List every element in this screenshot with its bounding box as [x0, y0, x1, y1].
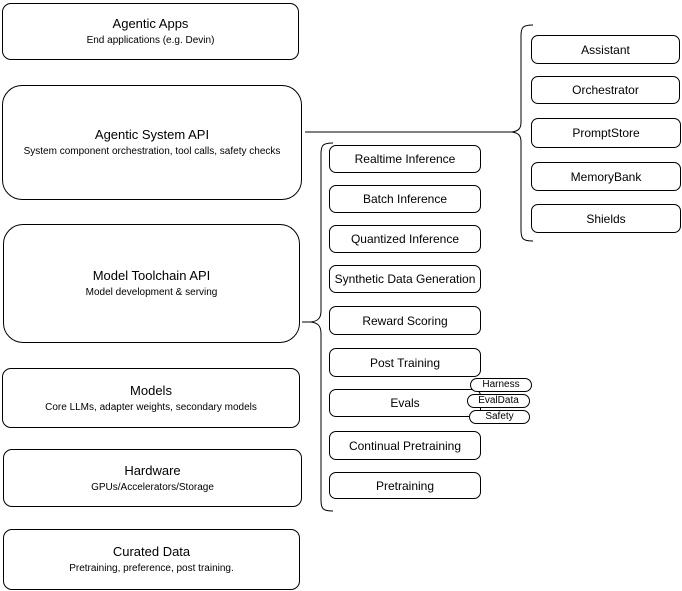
node-model-toolchain-api: Model Toolchain API Model development & …	[3, 224, 300, 343]
node-continual-pretraining: Continual Pretraining	[329, 431, 481, 460]
node-agentic-apps: Agentic Apps End applications (e.g. Devi…	[2, 3, 299, 60]
tag-evaldata: EvalData	[467, 394, 530, 408]
system-components-brace	[511, 24, 534, 242]
node-models: Models Core LLMs, adapter weights, secon…	[2, 368, 300, 428]
node-subtitle: Pretraining, preference, post training.	[69, 563, 234, 574]
node-assistant: Assistant	[531, 35, 680, 64]
node-curated-data: Curated Data Pretraining, preference, po…	[3, 529, 300, 590]
toolchain-services-brace	[310, 142, 334, 512]
node-hardware: Hardware GPUs/Accelerators/Storage	[3, 449, 302, 507]
node-reward-scoring: Reward Scoring	[329, 306, 481, 335]
node-realtime-inference: Realtime Inference	[329, 145, 481, 173]
node-pretraining: Pretraining	[329, 472, 481, 499]
node-memorybank: MemoryBank	[531, 162, 681, 191]
node-title: Model Toolchain API	[92, 268, 211, 283]
node-orchestrator: Orchestrator	[531, 76, 680, 104]
node-quantized-inference: Quantized Inference	[329, 225, 481, 253]
node-title: Agentic System API	[94, 127, 210, 142]
node-shields: Shields	[531, 204, 681, 233]
node-subtitle: End applications (e.g. Devin)	[86, 35, 215, 46]
node-batch-inference: Batch Inference	[329, 185, 481, 213]
node-title: Models	[130, 382, 172, 398]
node-subtitle: GPUs/Accelerators/Storage	[91, 481, 214, 493]
node-title: Hardware	[124, 462, 181, 478]
node-promptstore: PromptStore	[531, 118, 681, 148]
node-subtitle: System component orchestration, tool cal…	[23, 146, 281, 157]
node-agentic-system-api: Agentic System API System component orch…	[2, 85, 302, 200]
node-title: Agentic Apps	[112, 16, 189, 31]
tag-safety: Safety	[469, 410, 530, 424]
node-synthetic-data-generation: Synthetic Data Generation	[329, 265, 481, 293]
node-subtitle: Core LLMs, adapter weights, secondary mo…	[45, 401, 257, 413]
node-title: Curated Data	[112, 544, 191, 559]
node-post-training: Post Training	[329, 348, 481, 377]
tag-harness: Harness	[470, 378, 532, 392]
node-evals: Evals	[329, 389, 481, 417]
node-subtitle: Model development & serving	[85, 287, 218, 298]
